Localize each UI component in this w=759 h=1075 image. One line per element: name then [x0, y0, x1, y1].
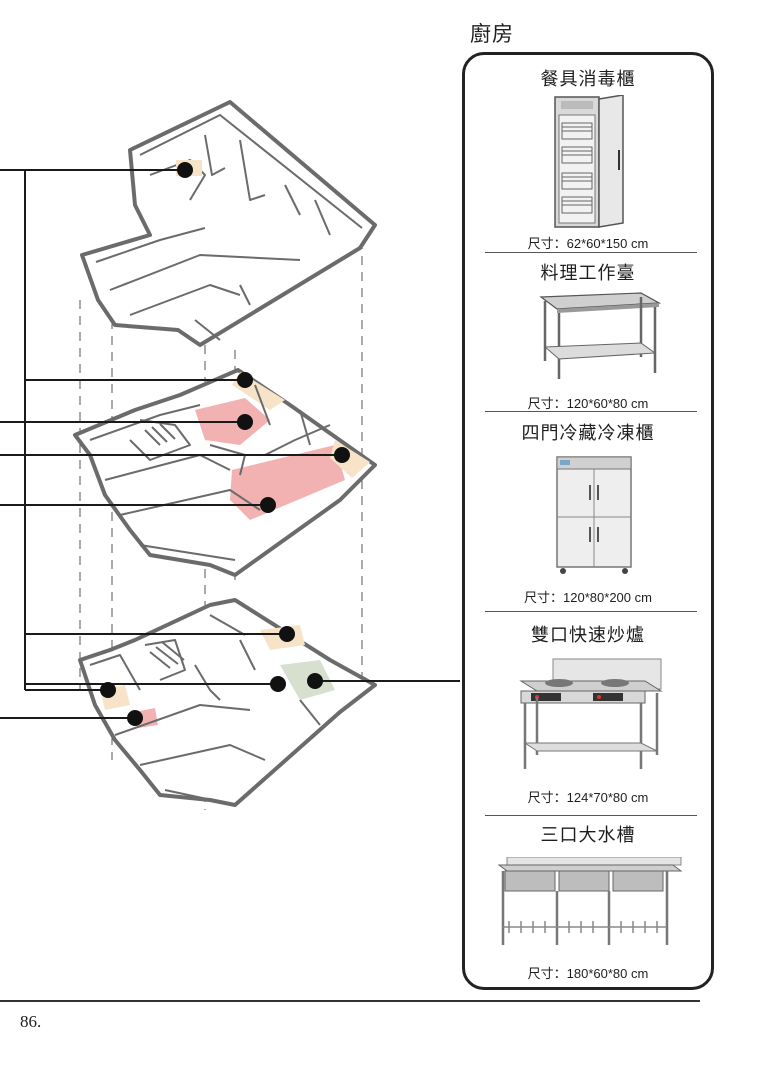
divider: [485, 611, 697, 612]
item-size: 尺寸：180*60*80 cm: [527, 966, 649, 981]
marker-floor2-d: [260, 497, 276, 513]
marker-floor3-c: [307, 673, 323, 689]
marker-floor2-a: [237, 372, 253, 388]
divider: [485, 815, 697, 816]
page-number: 86.: [20, 1012, 42, 1031]
item-size: 尺寸：124*70*80 cm: [527, 790, 649, 805]
marker-floor2-c: [334, 447, 350, 463]
item-title: 料理工作臺: [540, 263, 636, 284]
footer-divider: [0, 1000, 700, 1002]
item-size: 尺寸：120*80*200 cm: [524, 590, 652, 605]
section-title: 廚房: [470, 22, 514, 46]
equipment-markers: [100, 162, 350, 726]
floor-plan-middle: [73, 368, 377, 577]
leader-lines: [0, 169, 460, 719]
floor-plan-diagram: [0, 100, 460, 810]
item-title: 三口大水槽: [540, 825, 636, 846]
marker-floor2-b: [237, 414, 253, 430]
divider: [485, 411, 697, 412]
item-title: 餐具消毒櫃: [540, 69, 636, 90]
work-table-icon: [539, 292, 661, 379]
item-size: 尺寸：62*60*150 cm: [527, 236, 649, 251]
marker-floor3-a: [279, 626, 295, 642]
marker-floor3-b: [270, 676, 286, 692]
floor-plan-top: [80, 100, 377, 347]
divider: [485, 252, 697, 253]
four-door-fridge-icon: [556, 456, 632, 574]
marker-floor3-d: [100, 682, 116, 698]
marker-sterilizer: [177, 162, 193, 178]
item-title: 雙口快速炒爐: [531, 625, 645, 646]
kitchen-equipment-panel: 餐具消毒櫃 尺寸：62*60*150 cm 料理工作臺: [462, 52, 714, 990]
triple-sink-icon: [497, 857, 683, 945]
item-size: 尺寸：120*60*80 cm: [527, 396, 649, 411]
sterilizer-cabinet-icon: [554, 95, 624, 228]
floor-plan-bottom: [78, 598, 377, 807]
marker-floor3-e: [127, 710, 143, 726]
double-burner-stove-icon: [519, 658, 663, 769]
item-title: 四門冷藏冷凍櫃: [521, 423, 655, 444]
